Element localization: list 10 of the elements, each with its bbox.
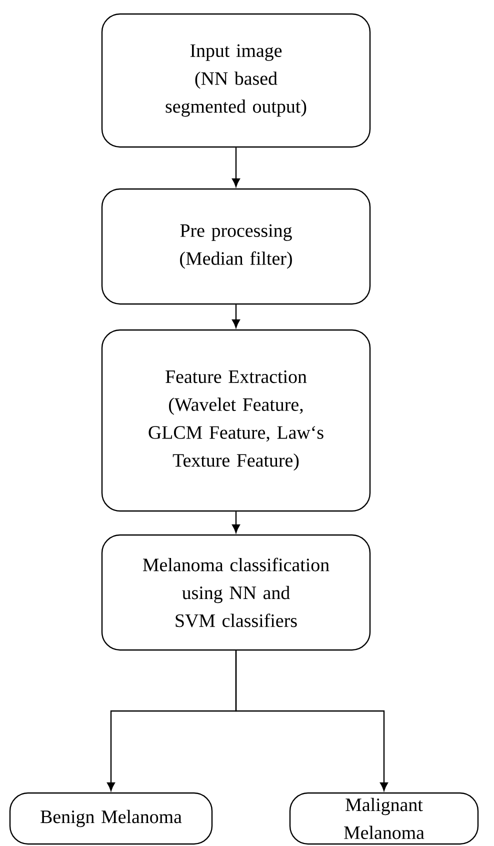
- process-box: Feature Extraction (Wavelet Feature, GLCM Feature, Law‘s Texture Feature): [101, 329, 371, 512]
- process-box: Malignant Melanoma: [289, 792, 479, 845]
- process-box: Input image (NN based segmented output): [101, 13, 371, 148]
- process-box: Benign Melanoma: [9, 792, 213, 845]
- arrow: [235, 650, 388, 791]
- arrow: [232, 304, 240, 328]
- arrow: [232, 512, 240, 533]
- process-box: Melanoma classification using NN and SVM classifiers: [101, 534, 371, 651]
- arrow: [232, 148, 240, 187]
- process-box: Pre processing (Median filter): [101, 188, 371, 305]
